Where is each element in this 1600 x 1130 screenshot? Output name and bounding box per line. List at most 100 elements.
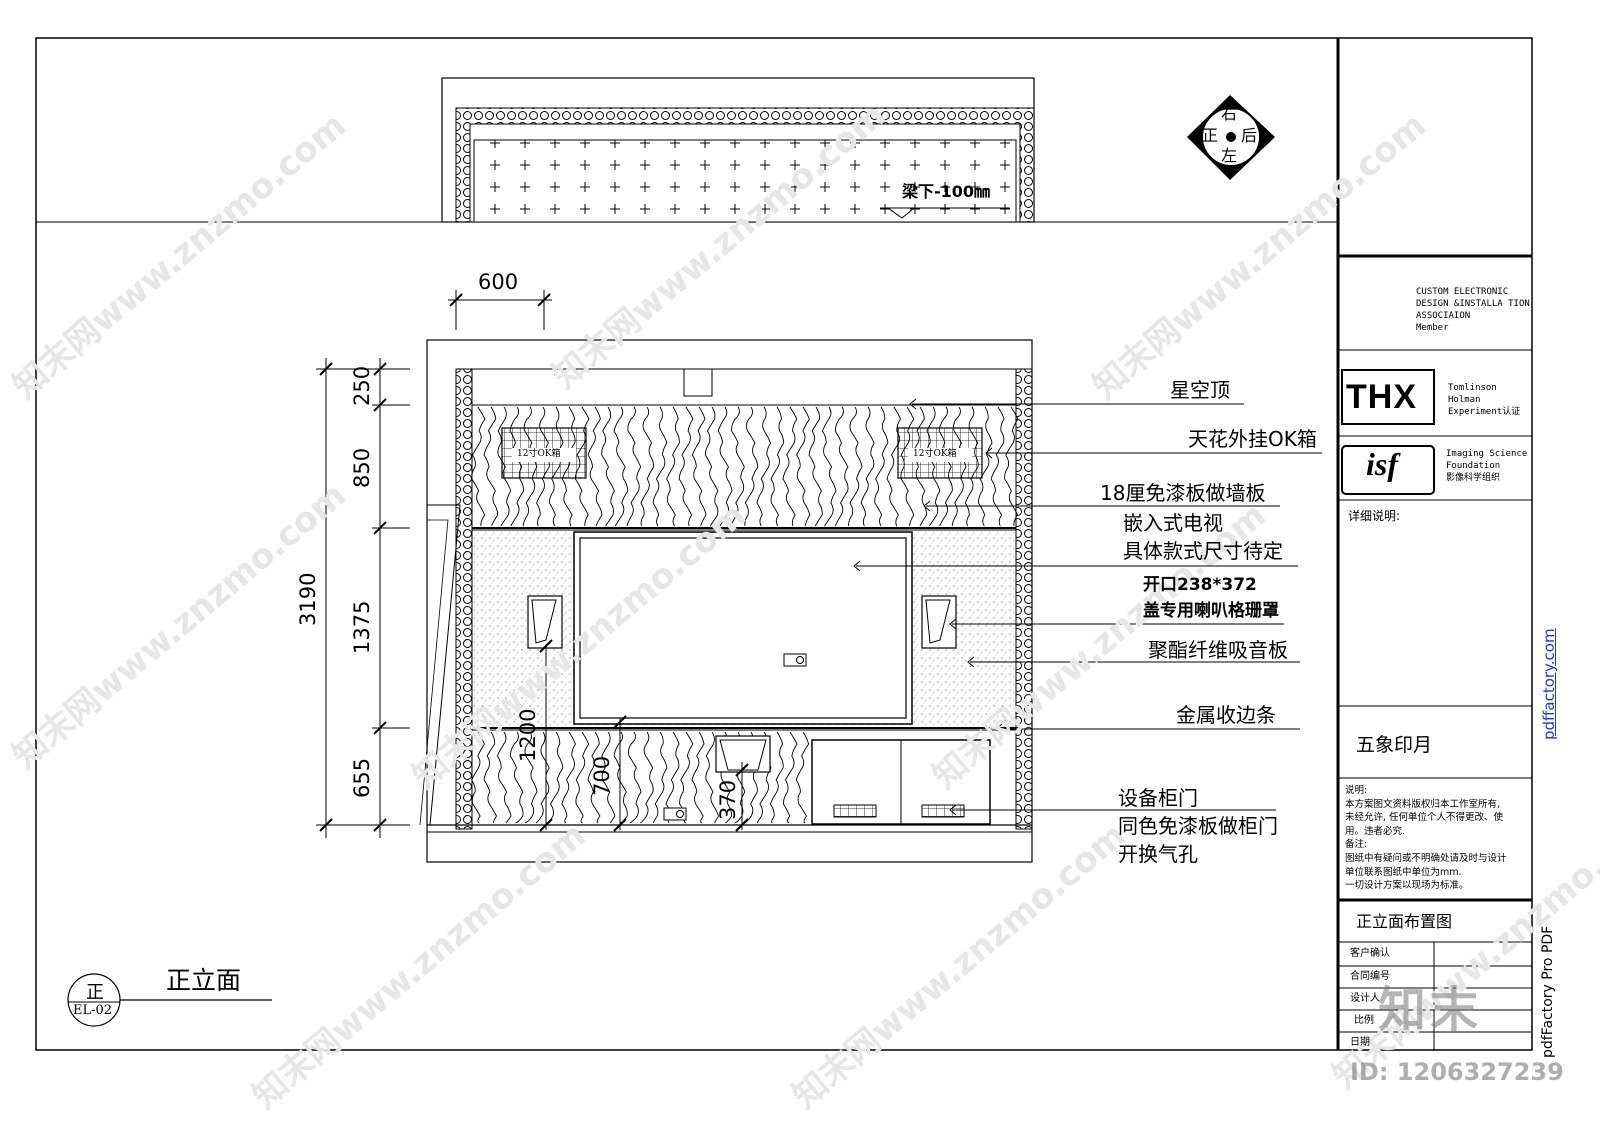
ok-box-right-label: 12寸OK箱 — [913, 449, 957, 459]
view-symbol-top: 正 — [86, 982, 104, 1003]
drawing-title: 正立面 — [166, 966, 242, 995]
wood-grain-line — [549, 731, 564, 824]
row-contract-no: 合同编号 — [1350, 971, 1390, 982]
callout-vent: 开换气孔 — [1118, 842, 1198, 866]
wood-grain-line — [483, 406, 499, 527]
compass-right: 后 — [1241, 126, 1258, 145]
row-designer: 设计人 — [1350, 993, 1380, 1004]
wood-grain-line — [874, 406, 889, 527]
wood-grain-line — [860, 406, 875, 527]
compass-top: 右 — [1221, 104, 1238, 123]
callout-ok-box: 天花外挂OK箱 — [1188, 427, 1317, 451]
thx-text: Tomlinson Holman Experiment认证 — [1448, 383, 1521, 417]
callout-wall-board: 18厘免漆板做墙板 — [1100, 481, 1266, 505]
ok-box-left-label: 12寸OK箱 — [517, 449, 561, 459]
wood-grain-line — [691, 731, 705, 824]
notes-block: 说明: 本方案图文资料版权归本工作室所有, 未经允许, 任何单位个人不得更改、使… — [1345, 785, 1507, 892]
wood-grain-line — [848, 406, 863, 527]
wood-grain-line — [601, 406, 616, 527]
wood-grain-line — [587, 731, 601, 824]
wood-grain-line — [509, 731, 524, 824]
isf-logo-box — [1341, 445, 1435, 495]
thx-logo-box — [1341, 369, 1435, 425]
wood-grain-line — [782, 731, 798, 824]
row-scale: 比例 — [1354, 1015, 1374, 1026]
wood-grain-line — [652, 406, 668, 527]
wood-grain-line — [613, 731, 628, 824]
detail-label: 详细说明: — [1348, 509, 1401, 523]
thx-logo: THX — [1346, 378, 1417, 416]
row-date: 日期 — [1350, 1037, 1370, 1048]
wood-grain-line — [808, 406, 823, 527]
wood-grain-line — [782, 406, 798, 527]
isf-logo: isf — [1366, 446, 1398, 482]
brand-watermark: 知末 — [1378, 982, 1483, 1038]
callout-opening: 开口238*372 — [1143, 575, 1257, 595]
wood-grain-line — [483, 731, 498, 824]
view-symbol-bottom: EL-02 — [73, 1003, 113, 1018]
callout-metal-trim: 金属收边条 — [1176, 703, 1276, 727]
wood-grain-line — [756, 406, 772, 527]
wood-grain-line — [717, 406, 733, 527]
wood-grain-line — [601, 731, 616, 824]
dim-top-width: 600 — [478, 270, 519, 294]
dim-inner-3: 370 — [716, 779, 740, 820]
wood-grain-line — [705, 731, 720, 824]
callout-acoustic-panel: 聚酯纤维吸音板 — [1148, 638, 1288, 662]
wood-grain-line — [653, 731, 668, 824]
tv-screen — [579, 537, 907, 719]
wood-grain-line — [640, 406, 655, 527]
wood-grain-line — [796, 406, 811, 527]
wood-grain-line — [770, 406, 785, 527]
wood-grain-line — [524, 731, 538, 824]
callout-star-ceiling: 星空顶 — [1170, 378, 1230, 402]
dim-total-height: 3190 — [296, 572, 320, 626]
pdffactory-link[interactable]: pdffactory.com — [1540, 628, 1558, 740]
company-name: 五象印月 — [1356, 734, 1433, 756]
pdffactory-product: pdfFactory Pro PDF — [1540, 925, 1556, 1058]
dim-seg-1: 250 — [350, 365, 374, 406]
wood-grain-line — [587, 406, 603, 527]
row-client-confirm: 客户确认 — [1350, 948, 1390, 959]
compass-bottom: 左 — [1221, 146, 1238, 165]
callout-embedded-tv: 嵌入式电视 — [1123, 511, 1223, 535]
wood-grain-line — [704, 406, 719, 527]
wood-grain-line — [626, 406, 642, 527]
dim-seg-2: 850 — [350, 447, 374, 488]
wood-grain-line — [640, 731, 654, 824]
compass-left: 正 — [1202, 126, 1219, 145]
cedia-member-text: CUSTOM ELECTRONIC DESIGN &INSTALLA TION … — [1416, 287, 1530, 333]
wood-grain-line — [886, 406, 902, 527]
callout-cabinet-board: 同色免漆板做柜门 — [1118, 814, 1278, 838]
compass-symbol — [1187, 95, 1275, 180]
sheet-title: 正立面布置图 — [1356, 912, 1453, 931]
wood-grain-line — [691, 406, 707, 527]
wood-grain-line — [678, 406, 694, 527]
callout-cabinet-door: 设备柜门 — [1118, 786, 1198, 810]
isf-text: Imaging Science Foundation 影像科学组织 — [1446, 449, 1528, 483]
callout-tv-size: 具体款式尺寸待定 — [1123, 539, 1283, 563]
beam-note: 梁下-100㎜ — [902, 182, 991, 201]
wood-grain-line — [769, 731, 784, 824]
wood-grain-line — [613, 406, 629, 527]
dim-inner-2: 700 — [590, 755, 614, 796]
wood-grain-line — [575, 731, 590, 824]
wood-grain-line — [730, 406, 745, 527]
wood-grain-line — [561, 731, 577, 824]
wood-grain-line — [471, 731, 485, 824]
wood-grain-line — [628, 731, 642, 824]
id-watermark: ID: 1206327239 — [1350, 1058, 1564, 1086]
wood-grain-line — [834, 406, 849, 527]
sheet-border — [35, 37, 1533, 1051]
wood-grain-line — [471, 406, 486, 527]
wood-grain-line — [666, 406, 680, 527]
wood-grain-line — [744, 406, 759, 527]
callout-speaker-grille: 盖专用喇叭格珊罩 — [1143, 601, 1279, 621]
dim-inner-1: 1200 — [516, 708, 540, 762]
dim-seg-4: 655 — [350, 757, 374, 798]
wood-grain-line — [821, 406, 837, 527]
dim-seg-3: 1375 — [350, 600, 374, 654]
wood-grain-line — [496, 731, 512, 824]
wood-grain-line — [795, 731, 810, 824]
